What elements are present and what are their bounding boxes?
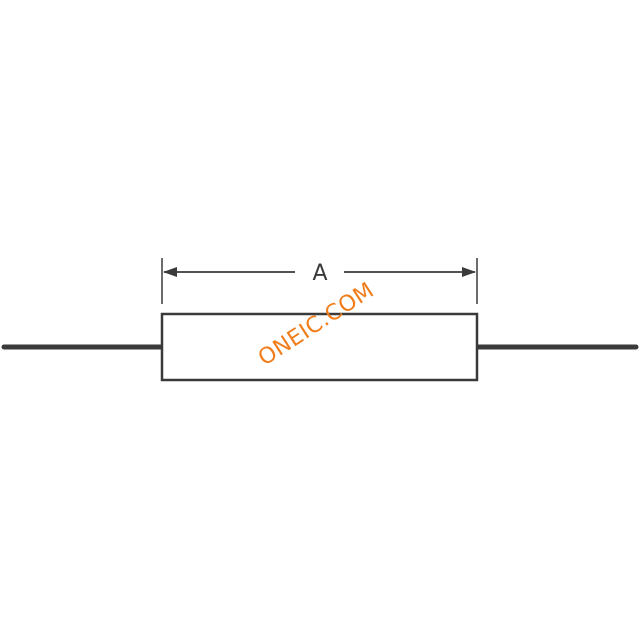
dimension-label: A [312, 261, 327, 286]
component-body [160, 312, 479, 382]
